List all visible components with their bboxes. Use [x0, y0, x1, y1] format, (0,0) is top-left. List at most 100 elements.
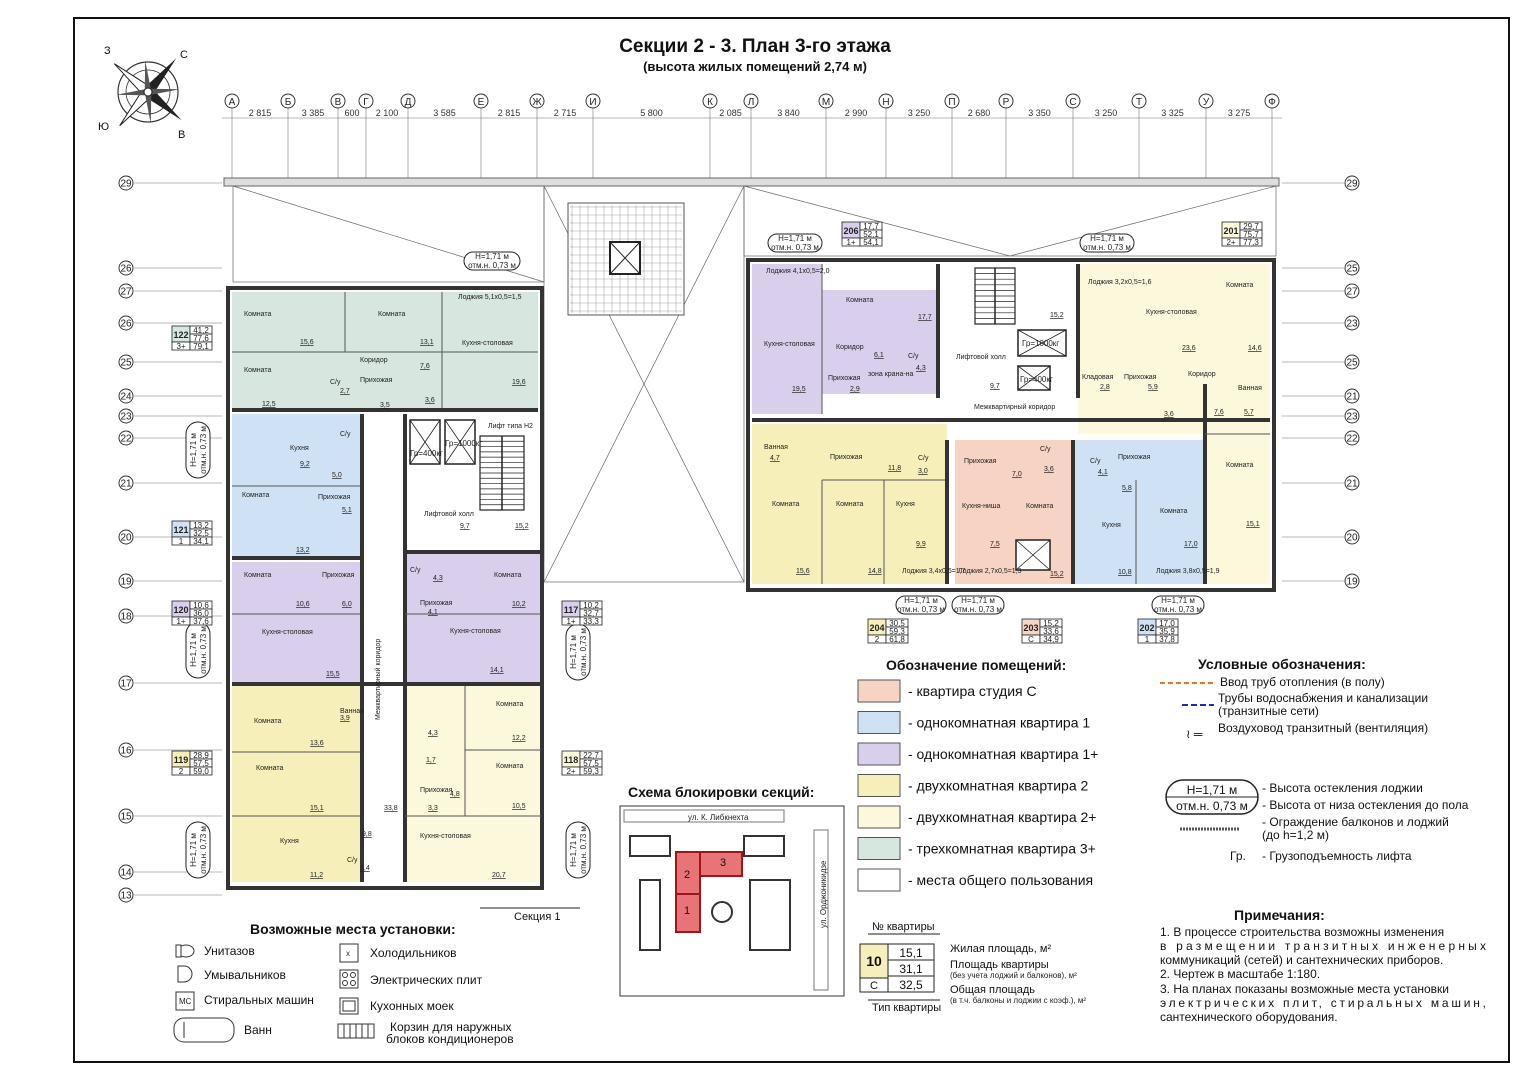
legend-symbols: Условные обозначения: Ввод труб отоплени…	[1160, 656, 1469, 863]
area-label: 3,0	[918, 468, 928, 475]
glazing-note-vertical: Н=1,71 м отм.н. 0,73 м	[565, 623, 591, 681]
legend-label-common: - места общего пользования	[908, 872, 1093, 888]
apartment-119[interactable]	[232, 686, 362, 882]
axis-letter: С	[1069, 97, 1076, 108]
axis-letter: И	[589, 97, 596, 108]
apartment-area: 59,3	[889, 627, 905, 636]
axis-number: 13	[120, 891, 132, 902]
legend-swatch-two_room	[857, 774, 901, 797]
toilet-icon	[175, 944, 195, 958]
room-label: Прихожая	[830, 454, 863, 461]
axis-number: 22	[120, 434, 132, 445]
room-label: Кухня-ниша	[962, 503, 1000, 510]
area-label: 9,7	[990, 383, 1000, 390]
apartment-202[interactable]	[1075, 440, 1205, 584]
room-label: Прихожая	[360, 377, 393, 384]
bath-icon	[173, 1017, 235, 1043]
axis-number: 16	[120, 746, 132, 757]
apartment-203[interactable]	[955, 440, 1073, 584]
compass-north: С	[180, 49, 188, 61]
room-label: Комната	[846, 297, 874, 304]
axis-number: 20	[120, 533, 132, 544]
axis-bubble	[118, 887, 134, 903]
legend-swatch-common	[857, 868, 901, 892]
svg-text:Площадь квартиры: Площадь квартиры	[950, 959, 1049, 971]
apartment-201[interactable]	[1078, 264, 1270, 434]
stove-icon	[339, 969, 359, 989]
lift-capacity: Гр=1000кг	[445, 439, 482, 448]
room-label: Коридор	[360, 357, 388, 364]
apartment-type: 2+	[1226, 238, 1235, 247]
apartment-204[interactable]	[752, 424, 947, 584]
svg-text:№ квартиры: № квартиры	[872, 921, 935, 933]
axis-number: 21	[1346, 479, 1358, 490]
svg-text:Стиральных машин: Стиральных машин	[204, 993, 314, 1007]
axis-dim: 3 275	[1228, 108, 1251, 118]
apartment-122[interactable]	[232, 292, 538, 410]
sink-icon	[177, 965, 193, 983]
axis-bubble	[118, 864, 134, 880]
axis-letter: Ф	[1268, 97, 1276, 108]
axis-bubble	[118, 529, 134, 545]
axis-number: 21	[1346, 392, 1358, 403]
svg-text:Н=1,71 м: Н=1,71 м	[1161, 596, 1195, 605]
area-label: 12,5	[262, 401, 276, 408]
corridor-label: Межквартирный коридор	[974, 403, 1055, 411]
svg-text:3: 3	[720, 857, 726, 869]
axis-letter: П	[948, 97, 955, 108]
axis-dim: 3 250	[1095, 108, 1118, 118]
area-label: 19,6	[512, 379, 526, 386]
room-label: С/у	[908, 353, 919, 360]
svg-text:3. На планах показаны возможны: 3. На планах показаны возможные места ус…	[1160, 982, 1449, 996]
area-label: 10,2	[512, 601, 526, 608]
axis-dim: 600	[344, 108, 359, 118]
apartment-120[interactable]	[232, 562, 362, 682]
apartment-118[interactable]	[405, 686, 541, 882]
apartment-area: 57,5	[583, 759, 599, 768]
svg-text:отм.н. 0,73 м: отм.н. 0,73 м	[468, 261, 516, 270]
axis-dim: 2 100	[376, 108, 399, 118]
svg-text:2. Чертеж в масштабе 1:180.: 2. Чертеж в масштабе 1:180.	[1160, 967, 1320, 981]
svg-text:Возможные места установки:: Возможные места установки:	[250, 921, 456, 937]
legend-label-two_room: - двухкомнатная квартира 2	[908, 778, 1089, 794]
room-label: Комната	[836, 501, 864, 508]
svg-text:отм.н. 0,73 м: отм.н. 0,73 м	[579, 826, 588, 874]
legend-label-one_room_plus: - однокомнатная квартира 1+	[908, 746, 1098, 762]
living-area: 30,5	[889, 619, 905, 628]
area-label: 1,7	[426, 757, 436, 764]
svg-text:отм.н. 0,73 м: отм.н. 0,73 м	[199, 826, 208, 874]
area-label: 6,1	[874, 352, 884, 359]
area-label: 10,5	[512, 803, 526, 810]
axis-bubble	[529, 93, 545, 109]
room-label: Ванная	[764, 444, 788, 451]
apartment-206[interactable]	[752, 264, 822, 414]
area-label: 3,5	[380, 402, 390, 409]
svg-text:Н=1,71 м: Н=1,71 м	[189, 633, 198, 667]
compass-south: Ю	[98, 121, 109, 133]
axis-dim: 3 840	[777, 108, 800, 118]
room-label: Прихожая	[1124, 374, 1157, 381]
living-area: 29,7	[1243, 222, 1259, 231]
axis-bubble	[400, 93, 416, 109]
axis-bubble	[118, 430, 134, 446]
axis-letter: У	[1203, 97, 1210, 108]
room-label: Кухня-столовая	[450, 628, 501, 635]
loggia-label: Лоджия 3,2х0,5=1,6	[1088, 279, 1152, 286]
glazing-note-vertical: Н=1,71 м отм.н. 0,73 м	[565, 821, 591, 879]
axis-bubble	[118, 175, 134, 191]
svg-text:Н=1,71 м: Н=1,71 м	[189, 433, 198, 467]
axis-letter: Б	[285, 97, 292, 108]
apartment-117[interactable]	[405, 552, 541, 682]
area-label: 7,5	[990, 541, 1000, 548]
